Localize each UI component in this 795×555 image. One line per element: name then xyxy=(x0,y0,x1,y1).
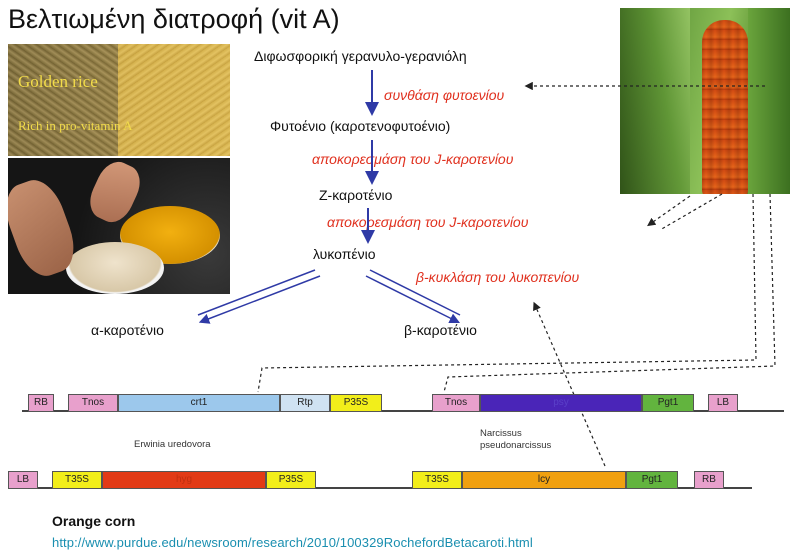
arrow-lycopene-beta-b xyxy=(366,276,456,321)
construct1-crt1: crt1 xyxy=(118,394,280,412)
construct2-p35s: P35S xyxy=(266,471,316,489)
construct1-rb: RB xyxy=(28,394,54,412)
construct2-hyg: hyg xyxy=(102,471,266,489)
dotted-corn-to-desat-b xyxy=(660,194,722,230)
construct1-lb: LB xyxy=(708,394,738,412)
label-narcissus-2: pseudonarcissus xyxy=(480,440,551,451)
dotted-to-construct1 xyxy=(258,194,756,392)
dotted-corn-to-desat xyxy=(650,196,690,224)
construct2-pgt1: Pgt1 xyxy=(626,471,678,489)
construct2-t35s-2: T35S xyxy=(412,471,462,489)
label-narcissus-1: Narcissus xyxy=(480,428,522,439)
construct1-tnos-2: Tnos xyxy=(432,394,480,412)
construct2-t35s: T35S xyxy=(52,471,102,489)
construct1-psy: psy xyxy=(480,394,642,412)
footer-url-link[interactable]: http://www.purdue.edu/newsroom/research/… xyxy=(52,535,533,550)
footer-heading: Orange corn xyxy=(52,513,135,529)
construct1-p35s: P35S xyxy=(330,394,382,412)
construct2-lb: LB xyxy=(8,471,38,489)
construct2-lcy: lcy xyxy=(462,471,626,489)
construct1-rtp: Rtp xyxy=(280,394,330,412)
arrow-lycopene-alpha-b xyxy=(203,276,320,321)
construct1-tnos: Tnos xyxy=(68,394,118,412)
arrow-lycopene-alpha-a xyxy=(198,270,315,315)
construct2-rb: RB xyxy=(694,471,724,489)
construct1-pgt1: Pgt1 xyxy=(642,394,694,412)
label-erwinia: Erwinia uredovora xyxy=(134,439,211,450)
arrow-lycopene-beta-a xyxy=(370,270,460,315)
